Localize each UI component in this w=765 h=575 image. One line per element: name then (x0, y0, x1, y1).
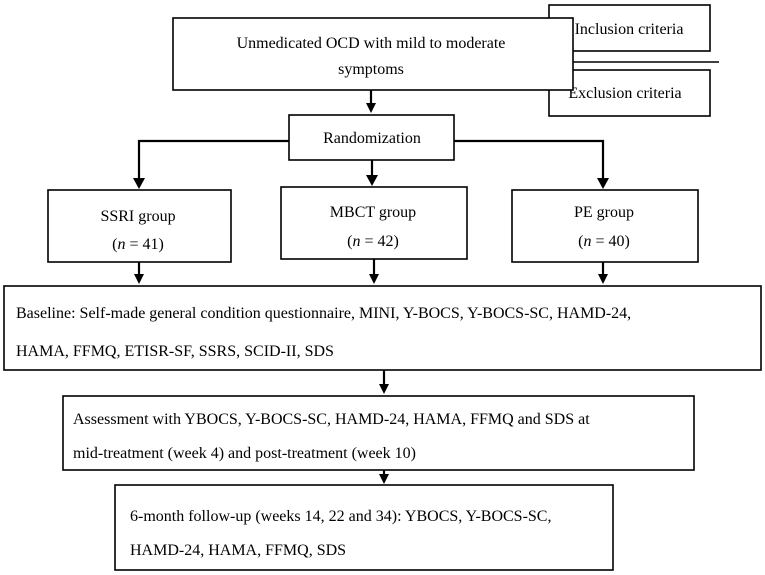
followup-line2: HAMD-24, HAMA, FFMQ, SDS (130, 542, 346, 559)
legend-exclusion: Exclusion criteria (548, 69, 711, 117)
baseline-line2: HAMA, FFMQ, ETISR-SF, SSRS, SCID-II, SDS (16, 343, 334, 360)
arrowhead-mbct-baseline (369, 274, 379, 284)
top-box-line1: Unmedicated OCD with mild to moderate (237, 35, 506, 52)
baseline-line1: Baseline: Self-made general condition qu… (16, 305, 631, 322)
arrowhead-ssri (133, 178, 145, 189)
followup-box: 6-month follow-up (weeks 14, 22 and 34):… (114, 484, 614, 571)
legend-inclusion-label: Inclusion criteria (575, 21, 684, 38)
group-box-pe: PE group (n = 40) (511, 189, 699, 263)
group-n-mbct: (n = 42) (347, 233, 399, 250)
connector-randomization-ssri (137, 139, 289, 180)
baseline-box: Baseline: Self-made general condition qu… (3, 285, 762, 371)
legend-exclusion-label: Exclusion criteria (568, 85, 681, 102)
top-box: Unmedicated OCD with mild to moderate sy… (172, 17, 574, 91)
followup-line1: 6-month follow-up (weeks 14, 22 and 34):… (130, 508, 551, 525)
arrowhead-pe-baseline (598, 274, 608, 284)
group-name-mbct: MBCT group (330, 204, 416, 221)
arrowhead-mbct (366, 175, 378, 186)
group-box-mbct: MBCT group (n = 42) (280, 186, 468, 260)
arrowhead-assessment (379, 384, 389, 394)
connector-randomization-pe (454, 139, 605, 180)
group-name-ssri: SSRI group (100, 208, 175, 225)
group-box-ssri: SSRI group (n = 41) (47, 189, 232, 263)
arrowhead-top-randomization (366, 103, 376, 113)
arrowhead-followup (379, 474, 389, 484)
arrowhead-ssri-baseline (134, 274, 144, 284)
top-box-line2: symptoms (338, 61, 404, 78)
randomization-label: Randomization (323, 130, 421, 147)
randomization-box: Randomization (288, 114, 455, 161)
legend-inclusion: Inclusion criteria (548, 4, 711, 52)
assessment-line1: Assessment with YBOCS, Y-BOCS-SC, HAMD-2… (73, 411, 590, 428)
connectors (133, 90, 609, 484)
assessment-box: Assessment with YBOCS, Y-BOCS-SC, HAMD-2… (62, 395, 695, 471)
group-n-pe: (n = 40) (578, 233, 630, 250)
group-name-pe: PE group (574, 204, 634, 221)
arrowhead-pe (597, 178, 609, 189)
group-n-ssri: (n = 41) (112, 236, 164, 253)
assessment-line2: mid-treatment (week 4) and post-treatmen… (73, 445, 416, 462)
